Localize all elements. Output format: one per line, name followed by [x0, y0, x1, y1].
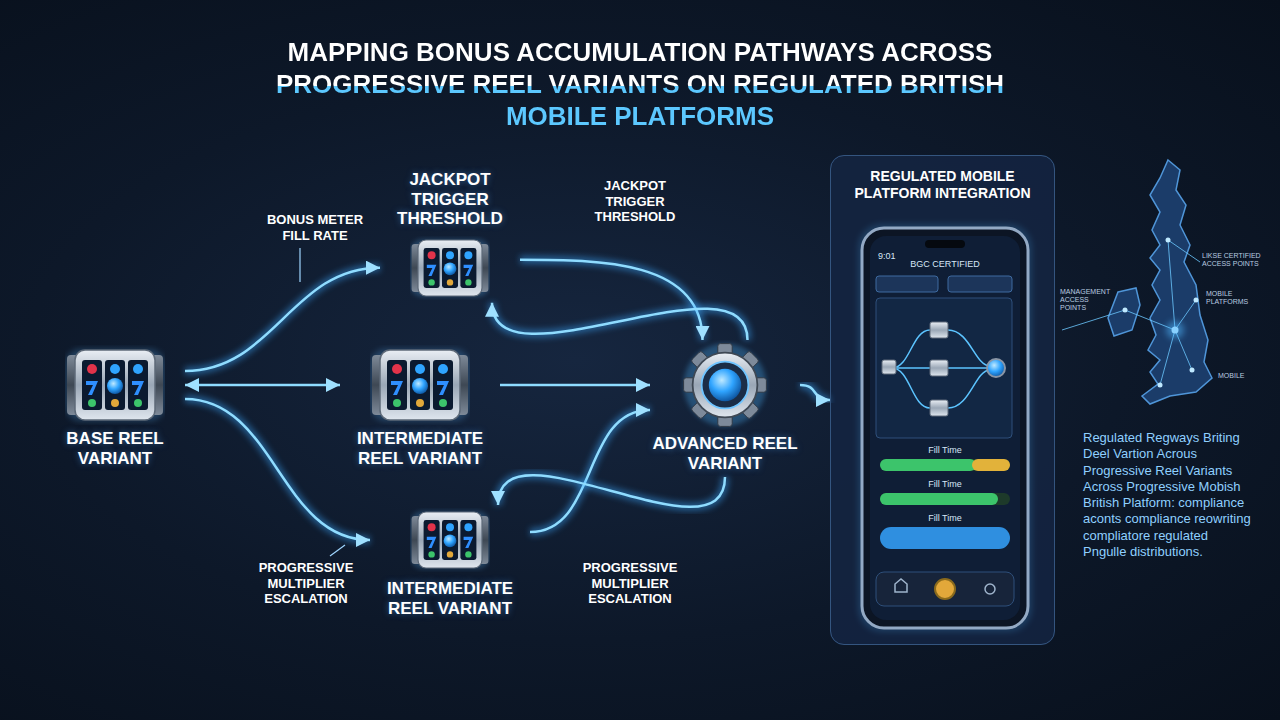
- connector: [500, 385, 650, 386]
- reel-icon: [370, 345, 470, 425]
- reel-icon: [410, 233, 490, 303]
- connector-glow: [500, 381, 650, 389]
- node-label: INTERMEDIATE REEL VARIANT: [340, 429, 500, 468]
- panel-heading: REGULATED MOBILE PLATFORM INTEGRATION: [841, 168, 1044, 202]
- connector-line: [498, 475, 725, 506]
- screen-header: BGC CERTIFIED: [895, 259, 995, 270]
- connector-glow: [185, 268, 380, 371]
- screen-text: Fill Time: [880, 479, 1010, 490]
- map-label: MOBILE PLATFORMS: [1206, 290, 1262, 306]
- map-label: MOBILE: [1218, 372, 1263, 380]
- node-label: BASE REEL VARIANT: [45, 429, 185, 468]
- node-label: ADVANCED REEL VARIANT: [650, 434, 800, 473]
- callout-label: PROGRESSIVE MULTIPLIER ESCALATION: [565, 560, 695, 607]
- gear-icon: [680, 340, 770, 430]
- connector-line: [520, 260, 703, 340]
- uk-map: [1062, 160, 1212, 404]
- connector-glow: [185, 399, 370, 540]
- connector-line: [185, 399, 370, 540]
- reel-icon: [65, 345, 165, 425]
- connector-line: [530, 410, 650, 532]
- connector: [520, 260, 703, 340]
- screen-text: Fill Time: [880, 513, 1010, 524]
- connector: [492, 303, 748, 340]
- connector-line: [500, 384, 650, 387]
- callout-label: JACKPOT TRIGGER THRESHOLD: [580, 178, 690, 225]
- connector: [185, 385, 340, 386]
- connector-glow: [800, 385, 830, 400]
- reel-node: INTERMEDIATE REEL VARIANT: [340, 345, 500, 472]
- gear-node: ADVANCED REEL VARIANT: [650, 340, 800, 477]
- connector-line: [185, 384, 340, 387]
- connector: [498, 475, 725, 506]
- connector: [185, 268, 380, 371]
- map-label: MANAGEMENT ACCESS POINTS: [1060, 288, 1106, 312]
- connector-glow: [498, 475, 725, 506]
- leader-line: [299, 248, 300, 282]
- platform-panel: REGULATED MOBILE PLATFORM INTEGRATION: [830, 155, 1055, 645]
- connector-glow: [520, 260, 703, 340]
- phone-illustration: [858, 224, 1032, 632]
- callout-label: PROGRESSIVE MULTIPLIER ESCALATION: [242, 560, 370, 607]
- map-label: LIKSE CERTIFIED ACCESS POINTS: [1202, 252, 1264, 268]
- reel-node: BASE REEL VARIANT: [45, 345, 185, 472]
- connector-glow: [530, 410, 650, 532]
- leader-line: [330, 545, 345, 556]
- connector-glow: [185, 381, 340, 389]
- reel-icon: [410, 505, 490, 575]
- reel-node: INTERMEDIATE REEL VARIANT: [370, 505, 530, 622]
- connector-line: [492, 303, 748, 340]
- node-label: JACKPOT TRIGGER THRESHOLD: [380, 170, 520, 229]
- connector-line: [800, 385, 830, 400]
- panel-ground: [830, 155, 1055, 645]
- note-paragraph: Regulated Regways Briting Deel Vartion A…: [1083, 430, 1251, 560]
- connector-glow: [492, 303, 748, 340]
- diagram-title: MAPPING BONUS ACCUMULATION PATHWAYS ACRO…: [260, 36, 1020, 133]
- node-label: INTERMEDIATE REEL VARIANT: [370, 579, 530, 618]
- callout-label: BONUS METER FILL RATE: [255, 212, 375, 243]
- screen-text: Fill Time: [880, 445, 1010, 456]
- connector: [800, 385, 830, 400]
- reel-node: JACKPOT TRIGGER THRESHOLD: [380, 166, 520, 303]
- connector: [530, 410, 650, 532]
- connector-line: [185, 268, 380, 371]
- connector: [185, 399, 370, 540]
